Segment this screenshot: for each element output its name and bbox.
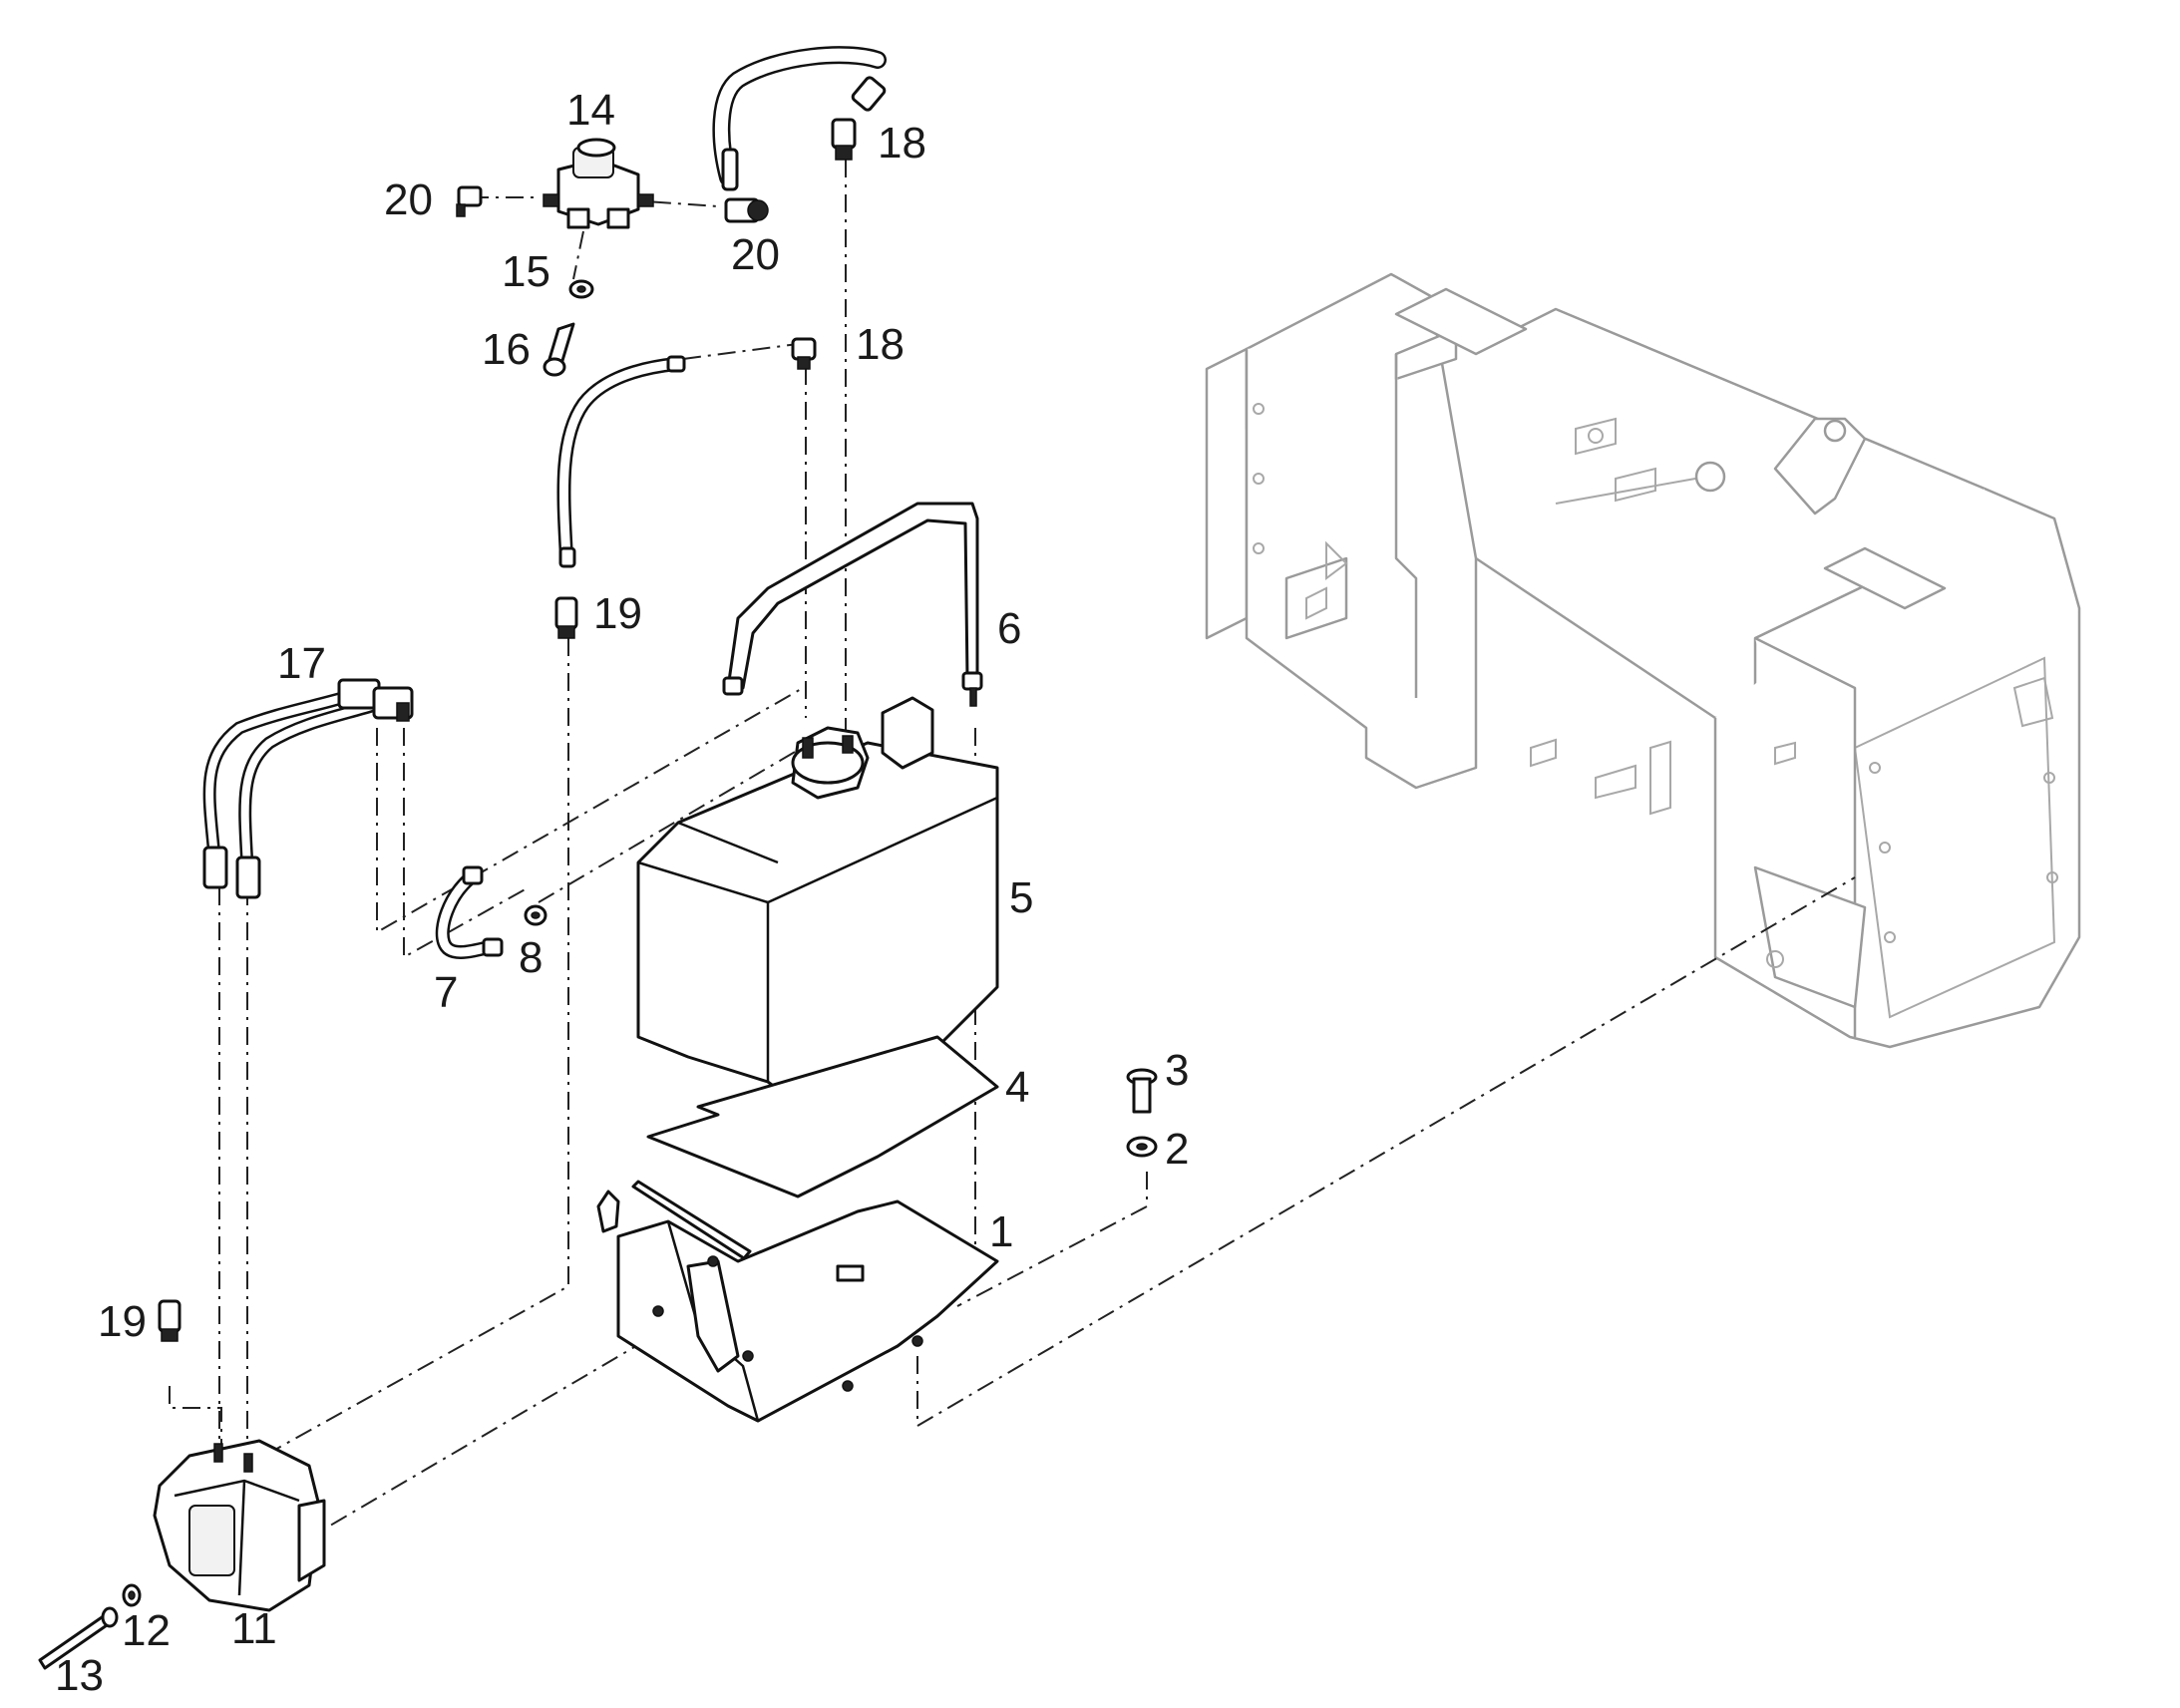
washer-2	[1126, 1136, 1158, 1158]
fitting-19-upper	[554, 596, 578, 639]
bolt-3	[1126, 1068, 1158, 1114]
callout-16: 16	[482, 325, 531, 374]
callout-1: 1	[989, 1207, 1013, 1256]
washer-15	[568, 279, 594, 299]
callout-14: 14	[566, 86, 615, 135]
tank-pad	[646, 1035, 999, 1198]
fitting-20-left	[456, 185, 483, 217]
callout-19-upper: 19	[593, 589, 642, 638]
callout-15: 15	[502, 247, 550, 296]
callout-7: 7	[434, 968, 458, 1017]
callout-19-lower: 19	[98, 1297, 147, 1346]
valve-block	[543, 138, 654, 229]
bolt-16	[543, 322, 575, 377]
fitting-18-lower	[791, 337, 817, 370]
callout-11: 11	[231, 1604, 277, 1653]
tank-bracket	[596, 1180, 999, 1423]
wiring-harness	[202, 678, 414, 899]
clamp-8	[524, 904, 547, 926]
callout-20-right: 20	[731, 230, 780, 279]
callout-18-upper: 18	[878, 119, 926, 168]
callout-8: 8	[519, 933, 543, 982]
callout-5: 5	[1009, 873, 1033, 922]
bolt-13	[38, 1606, 119, 1670]
callout-2: 2	[1165, 1125, 1189, 1174]
washer-12	[122, 1583, 142, 1607]
pump-11	[153, 1439, 326, 1612]
callout-4: 4	[1005, 1063, 1029, 1112]
callout-13: 13	[55, 1651, 104, 1700]
hose-7	[435, 865, 504, 959]
middle-hose	[556, 355, 686, 568]
machine-frame	[1205, 272, 2081, 1049]
callout-18-lower: 18	[856, 320, 905, 369]
upper-hose	[712, 46, 887, 191]
callout-17: 17	[277, 639, 326, 688]
fitting-20-right	[724, 197, 769, 223]
callout-20-left: 20	[384, 175, 433, 224]
callout-6: 6	[997, 604, 1021, 653]
callout-12: 12	[122, 1606, 171, 1655]
callout-labels: 1 2 3 4 5 6 7 8 11 12 13 14 15 16 17 18 …	[55, 86, 1189, 1700]
fitting-19-lower	[158, 1299, 182, 1342]
tank-strap	[722, 502, 983, 707]
fuel-tank	[636, 696, 999, 1099]
callout-3: 3	[1165, 1046, 1189, 1095]
